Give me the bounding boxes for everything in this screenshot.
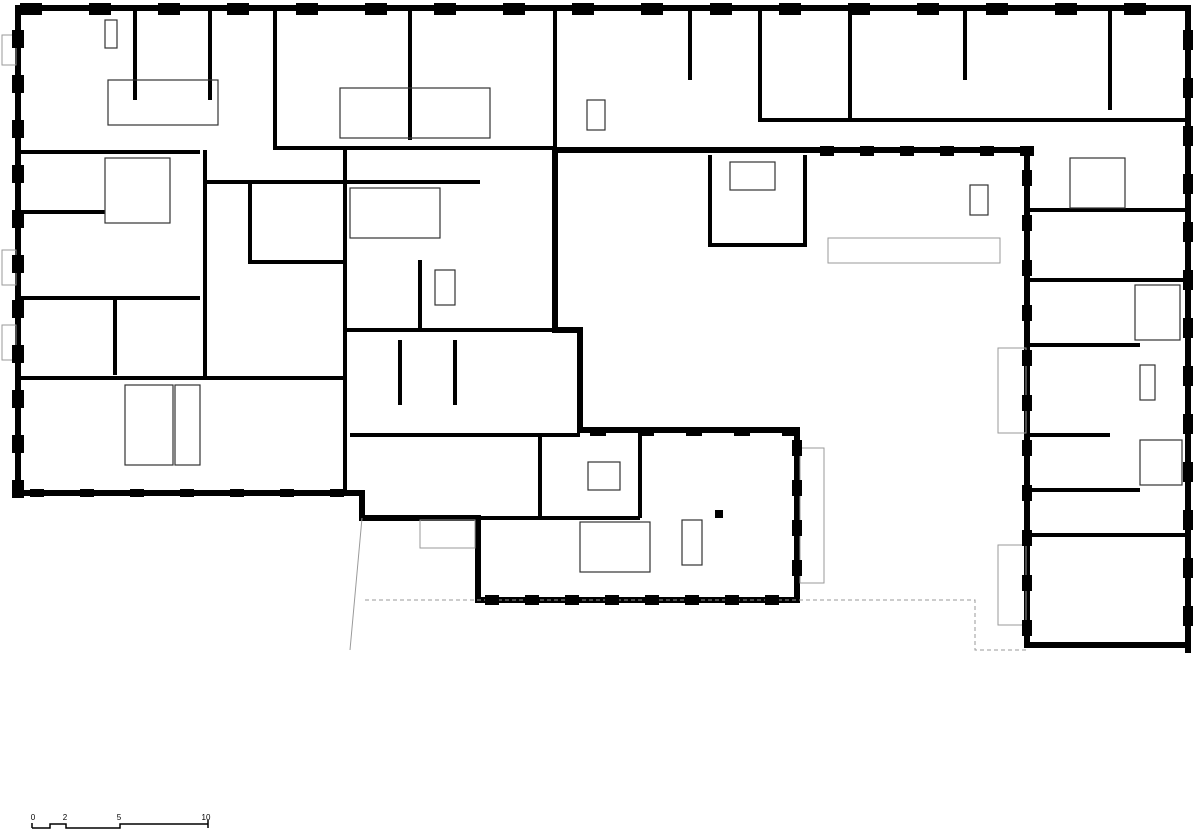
wall-pier	[686, 427, 702, 436]
wall-pier	[710, 3, 732, 15]
wall-pier	[638, 427, 654, 436]
wall-pier	[1022, 530, 1032, 546]
wall-pier	[12, 75, 24, 93]
wall-pier	[1183, 126, 1193, 146]
wall-pier	[1022, 305, 1032, 321]
wall-pier	[89, 3, 111, 15]
wall-pier	[641, 3, 663, 15]
wall-pier	[12, 165, 24, 183]
wall-pier	[1022, 170, 1032, 186]
wall-pier	[12, 480, 24, 498]
wall-pier	[80, 489, 94, 497]
wall-pier	[792, 520, 802, 536]
wall-pier	[1183, 366, 1193, 386]
scale-label-10: 10	[201, 813, 211, 822]
interior-walls	[20, 8, 1188, 537]
wall-pier	[940, 146, 954, 156]
wall-pier	[180, 489, 194, 497]
wall-pier	[1183, 174, 1193, 194]
wall-pier	[725, 595, 739, 605]
wall-pier	[1020, 146, 1034, 156]
wall-pier	[1022, 485, 1032, 501]
wall-pier	[1055, 3, 1077, 15]
wall-pier	[645, 595, 659, 605]
wall-pier	[792, 440, 802, 456]
scale-bar	[31, 820, 209, 829]
wall-pier	[296, 3, 318, 15]
wall-pier	[330, 489, 344, 497]
scale-label-5: 5	[116, 813, 122, 822]
wall-pier	[1183, 606, 1193, 626]
wall-pier	[685, 595, 699, 605]
wall-pier	[12, 390, 24, 408]
wall-piers	[12, 3, 1193, 636]
wall-pier	[485, 595, 499, 605]
wall-pier	[1183, 510, 1193, 530]
wall-pier	[12, 255, 24, 273]
wall-pier	[130, 489, 144, 497]
wall-pier	[1183, 270, 1193, 290]
wall-pier	[572, 3, 594, 15]
wall-pier	[765, 595, 779, 605]
outer-walls	[15, 5, 1191, 653]
wall-pier	[434, 3, 456, 15]
wall-pier	[1183, 30, 1193, 50]
wall-pier	[1022, 620, 1032, 636]
fixtures	[104, 19, 1183, 573]
wall-pier	[525, 595, 539, 605]
wall-pier	[1183, 414, 1193, 434]
wall-pier	[1022, 350, 1032, 366]
wall-pier	[605, 595, 619, 605]
wall-pier	[1183, 462, 1193, 482]
wall-pier	[158, 3, 180, 15]
thin-lines	[1, 34, 1027, 651]
wall-pier	[1183, 558, 1193, 578]
wall-pier	[1022, 215, 1032, 231]
wall-pier	[782, 427, 798, 436]
wall-pier	[12, 210, 24, 228]
wall-pier	[30, 489, 44, 497]
wall-pier	[900, 146, 914, 156]
wall-pier	[734, 427, 750, 436]
wall-pier	[820, 146, 834, 156]
wall-pier	[986, 3, 1008, 15]
wall-pier	[779, 3, 801, 15]
wall-pier	[503, 3, 525, 15]
wall-pier	[590, 427, 606, 436]
wall-pier	[280, 489, 294, 497]
wall-pier	[917, 3, 939, 15]
wall-pier	[12, 345, 24, 363]
scale-label-0: 0	[30, 813, 36, 822]
wall-pier	[1183, 318, 1193, 338]
wall-pier	[1183, 222, 1193, 242]
wall-pier	[792, 560, 802, 576]
wall-pier	[1022, 395, 1032, 411]
wall-pier	[230, 489, 244, 497]
scale-label-2: 2	[62, 813, 68, 822]
wall-pier	[792, 480, 802, 496]
wall-pier	[860, 146, 874, 156]
wall-pier	[12, 30, 24, 48]
wall-pier	[565, 595, 579, 605]
wall-pier	[1022, 260, 1032, 276]
wall-pier	[12, 300, 24, 318]
wall-pier	[1124, 3, 1146, 15]
wall-pier	[1022, 575, 1032, 591]
wall-pier	[1022, 440, 1032, 456]
wall-pier	[12, 435, 24, 453]
wall-pier	[20, 3, 42, 15]
wall-pier	[227, 3, 249, 15]
wall-pier	[848, 3, 870, 15]
wall-pier	[12, 120, 24, 138]
column	[715, 510, 723, 518]
wall-pier	[1183, 78, 1193, 98]
wall-pier	[365, 3, 387, 15]
wall-pier	[980, 146, 994, 156]
